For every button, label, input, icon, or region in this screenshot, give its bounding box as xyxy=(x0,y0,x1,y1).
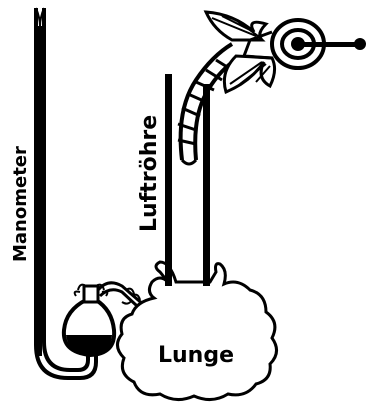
trachea-tubes xyxy=(165,74,210,286)
manometer-flask xyxy=(64,285,114,355)
lunge-label: Lunge xyxy=(158,343,234,368)
lung xyxy=(117,262,276,400)
luftroehre-label: Luftröhre xyxy=(137,115,162,232)
manometer-label: Manometer xyxy=(10,146,31,262)
valve-with-feathers xyxy=(206,12,366,92)
